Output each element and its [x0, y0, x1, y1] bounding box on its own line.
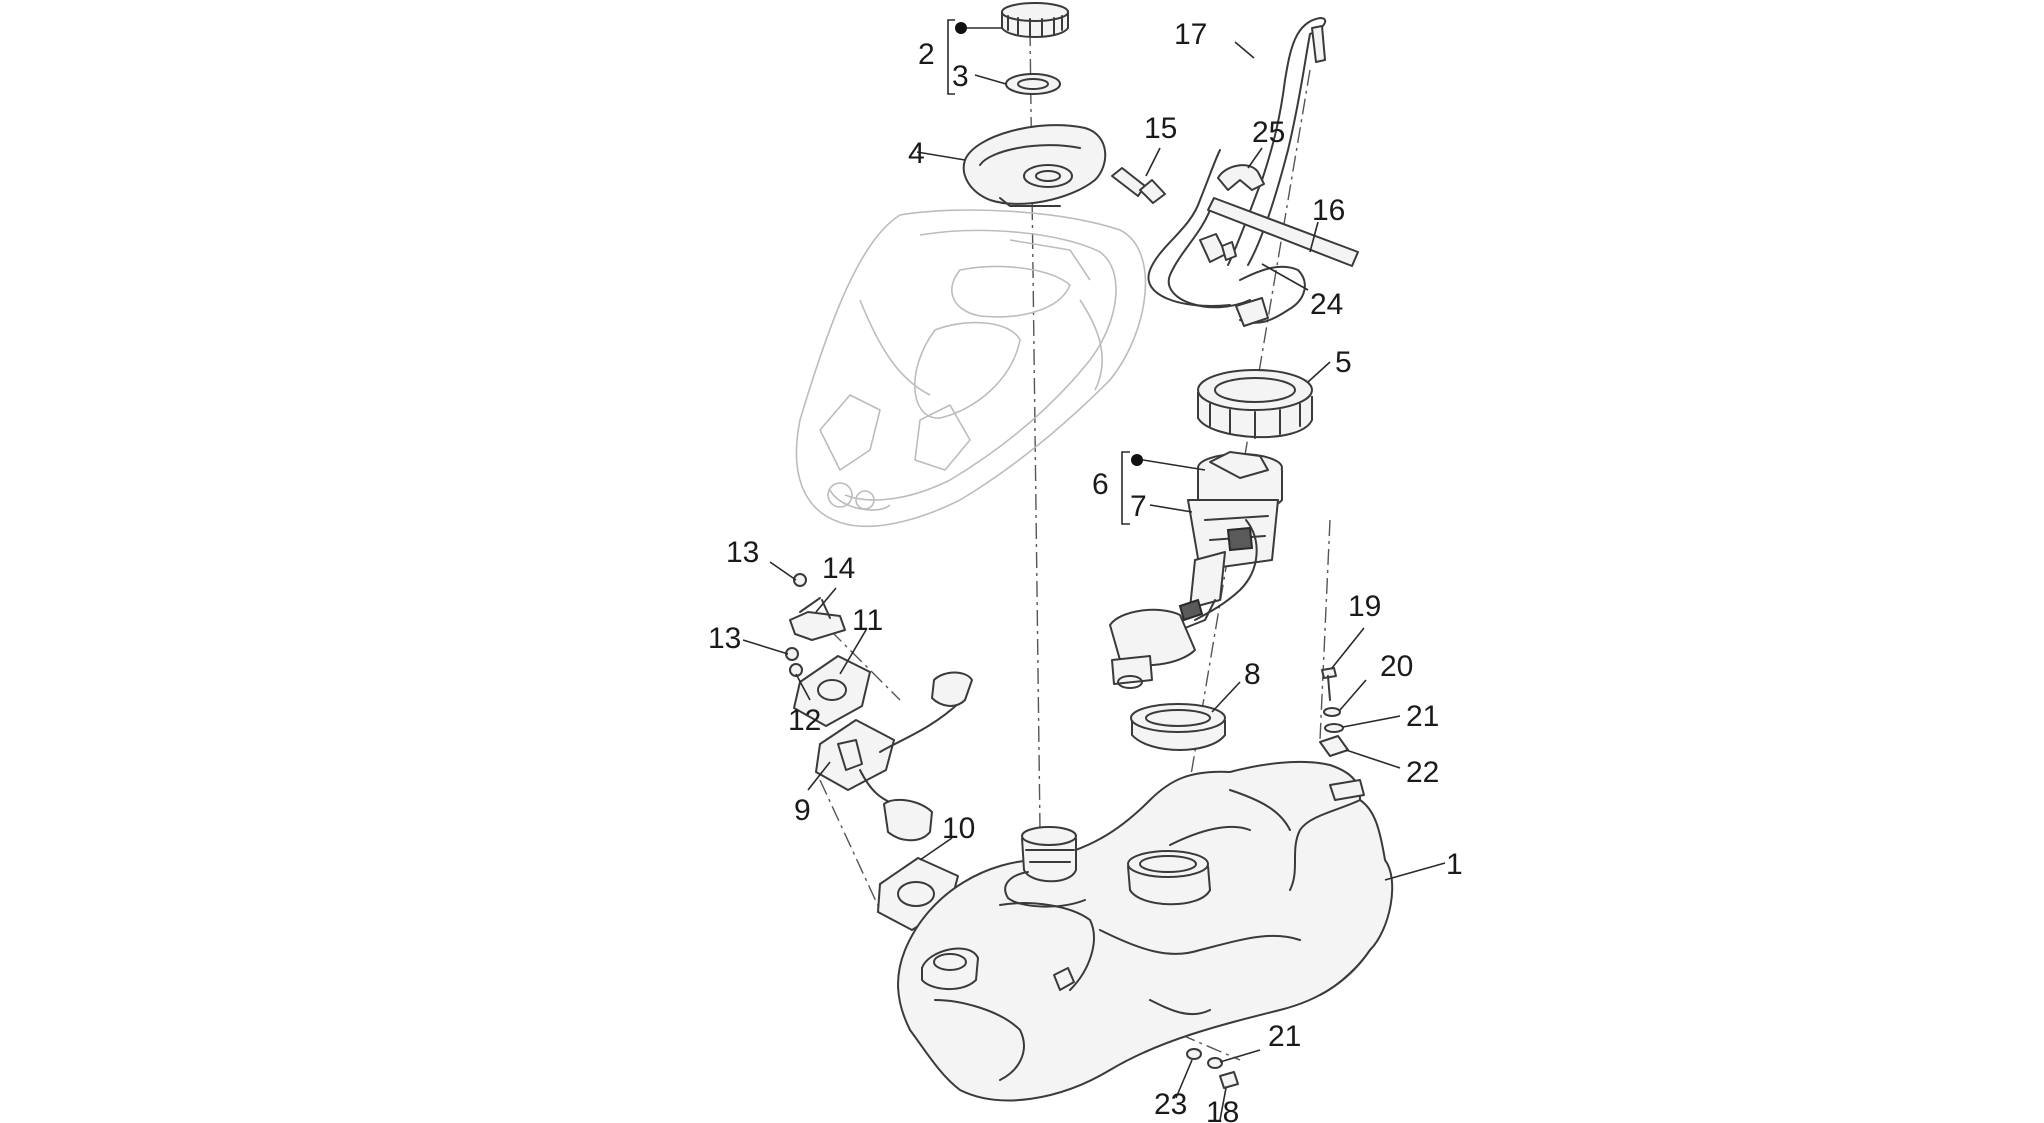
- pump-seal: [1130, 703, 1226, 751]
- bracket-hardware: [1319, 667, 1349, 757]
- callout-19: 19: [1348, 590, 1381, 623]
- level-sender-parts: [785, 573, 973, 931]
- fuel-cap: [1001, 2, 1069, 38]
- callout-labels: 1 2 3 4 5 6 7 8 9 10 11 12 13 13 14 15 1…: [708, 18, 1463, 1123]
- leader-lines: [742, 27, 1446, 1121]
- callout-12: 12: [788, 704, 821, 737]
- callout-4: 4: [908, 137, 925, 170]
- callout-7: 7: [1130, 490, 1147, 523]
- callout-1: 1: [1446, 848, 1463, 881]
- kit-dot-6: [1131, 454, 1143, 466]
- callout-9: 9: [794, 794, 811, 827]
- fuel-pump: [1109, 451, 1283, 689]
- callout-3: 3: [952, 60, 969, 93]
- callout-23: 23: [1154, 1088, 1187, 1121]
- filler-funnel: [962, 124, 1107, 207]
- body-frame-outline: [795, 209, 1147, 528]
- cap-gasket: [1005, 73, 1061, 95]
- callout-5: 5: [1335, 346, 1352, 379]
- callout-24: 24: [1310, 288, 1343, 321]
- kit-dot-2: [955, 22, 967, 34]
- callout-16: 16: [1312, 194, 1345, 227]
- callout-13-lower: 13: [708, 622, 741, 655]
- callout-15: 15: [1144, 112, 1177, 145]
- hose-fitting: [1111, 167, 1166, 204]
- callout-10: 10: [942, 812, 975, 845]
- fuel-hose: [1207, 197, 1359, 267]
- callout-25: 25: [1252, 116, 1285, 149]
- callout-17: 17: [1174, 18, 1207, 51]
- callout-8: 8: [1244, 658, 1261, 691]
- tank-bottom-hardware: [1186, 1048, 1239, 1089]
- callout-11: 11: [852, 604, 883, 637]
- hose-connector: [1199, 233, 1237, 263]
- ring-nut: [1197, 369, 1313, 439]
- callout-2: 2: [918, 38, 935, 71]
- callout-20: 20: [1380, 650, 1413, 683]
- fuel-tank: [897, 760, 1394, 1102]
- callout-13-upper: 13: [726, 536, 759, 569]
- callout-18: 18: [1206, 1096, 1239, 1123]
- callout-22: 22: [1406, 756, 1439, 789]
- callout-21-upper: 21: [1406, 700, 1439, 733]
- callout-6: 6: [1092, 468, 1109, 501]
- callout-14: 14: [822, 552, 855, 585]
- hose-clip: [1217, 164, 1265, 191]
- kit-brackets: [947, 19, 1143, 525]
- callout-21-lower: 21: [1268, 1020, 1301, 1053]
